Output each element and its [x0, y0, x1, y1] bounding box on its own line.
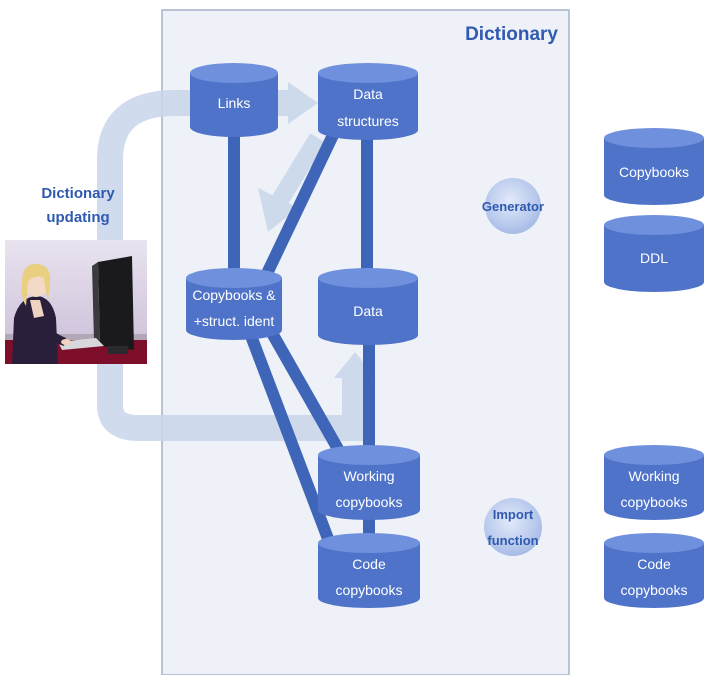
svg-text:Copybooks &: Copybooks &: [192, 287, 276, 303]
cylinder-working-copybooks: Working copybooks: [318, 445, 420, 520]
copybooks-to-working-connector: [262, 323, 348, 459]
svg-text:structures: structures: [337, 113, 398, 129]
output-copybooks: Copybooks: [604, 128, 704, 205]
cylinder-links: Links: [190, 63, 278, 137]
svg-text:Copybooks: Copybooks: [619, 164, 689, 180]
cylinder-copybooks-ident: Copybooks & +struct. ident: [186, 268, 282, 340]
cylinder-data-structures: Data structures: [318, 63, 418, 140]
svg-text:copybooks: copybooks: [336, 582, 403, 598]
svg-text:Generator: Generator: [482, 199, 544, 214]
svg-text:Data: Data: [353, 303, 383, 319]
svg-text:Import: Import: [493, 507, 534, 522]
dictionary-title: Dictionary: [465, 24, 558, 45]
updating-label-line2: updating: [46, 209, 109, 226]
svg-text:copybooks: copybooks: [621, 494, 688, 510]
svg-text:Links: Links: [218, 95, 251, 111]
svg-text:Code: Code: [637, 556, 671, 572]
output-ddl: DDL: [604, 215, 704, 292]
process-import-function: Import function: [484, 498, 542, 556]
updating-label-line1: Dictionary: [41, 185, 115, 202]
svg-text:Working: Working: [628, 468, 679, 484]
svg-text:Code: Code: [352, 556, 386, 572]
cylinder-data: Data: [318, 268, 418, 345]
structures-to-copybooks-arrow: [258, 133, 326, 232]
output-code-copybooks: Code copybooks: [604, 533, 704, 608]
output-working-copybooks: Working copybooks: [604, 445, 704, 520]
svg-text:copybooks: copybooks: [621, 582, 688, 598]
connectors: [228, 128, 375, 547]
person-at-computer-photo: [5, 240, 147, 364]
svg-text:function: function: [487, 533, 538, 548]
copybooks-to-code-connector: [242, 325, 336, 547]
svg-text:copybooks: copybooks: [336, 494, 403, 510]
process-generator: Generator: [482, 178, 544, 234]
structures-to-copybooks-connector: [256, 130, 340, 287]
svg-text:Data: Data: [353, 86, 383, 102]
svg-text:+struct. ident: +struct. ident: [194, 313, 275, 329]
svg-text:Working: Working: [343, 468, 394, 484]
svg-text:DDL: DDL: [640, 250, 668, 266]
cylinder-code-copybooks: Code copybooks: [318, 533, 420, 608]
